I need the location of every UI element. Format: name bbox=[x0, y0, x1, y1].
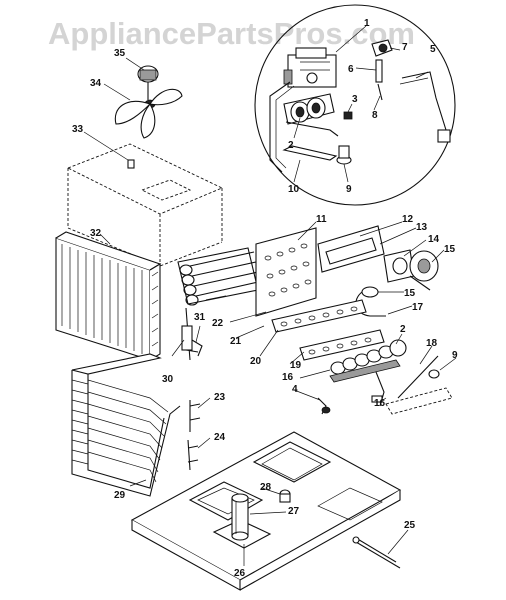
inducer-assembly-drawing bbox=[317, 225, 439, 291]
burner-strip-drawing bbox=[271, 299, 385, 361]
part-label-1: 1 bbox=[364, 18, 370, 29]
part-label-14: 14 bbox=[428, 234, 440, 245]
cabinet-top-drawing bbox=[66, 143, 224, 267]
part-label-33: 33 bbox=[72, 124, 84, 135]
part-label-29: 29 bbox=[114, 490, 126, 501]
part-label-19: 19 bbox=[290, 360, 302, 371]
compressor-drawing bbox=[212, 493, 272, 549]
part-label-27: 27 bbox=[288, 506, 300, 517]
drain-rod-drawing bbox=[352, 536, 401, 569]
part-label-30: 30 bbox=[162, 374, 174, 385]
part-label-35: 35 bbox=[114, 48, 126, 59]
part-label-8: 8 bbox=[372, 110, 378, 121]
part-label-15b: 15 bbox=[404, 288, 416, 299]
watermark: AppliancePartsPros.com bbox=[48, 16, 415, 51]
base-pan-drawing bbox=[130, 431, 402, 591]
limit-bracket-drawing bbox=[385, 355, 453, 415]
part-label-21: 21 bbox=[230, 336, 242, 347]
part-label-16: 16 bbox=[282, 372, 294, 383]
fan-motor-drawing bbox=[137, 65, 159, 100]
part-label-3: 3 bbox=[352, 94, 358, 105]
part-label-13: 13 bbox=[416, 222, 428, 233]
fan-blade-drawing bbox=[114, 88, 183, 139]
pilot-assembly-drawing bbox=[371, 39, 451, 143]
part-labels: 1 2 3 5 6 7 8 9 10 11 12 13 14 15 15 16 … bbox=[72, 18, 458, 579]
part-label-32: 32 bbox=[90, 228, 102, 239]
part-label-2b: 2 bbox=[400, 324, 406, 335]
part-label-2: 2 bbox=[288, 140, 294, 151]
part-label-25: 25 bbox=[404, 520, 416, 531]
orifice-drawing bbox=[343, 111, 353, 120]
part-label-23: 23 bbox=[214, 392, 226, 403]
part-label-7: 7 bbox=[402, 42, 408, 53]
heat-exchanger-drawing bbox=[177, 227, 317, 317]
part-label-4: 4 bbox=[292, 384, 298, 395]
evaporator-coil-drawing bbox=[71, 353, 181, 497]
part-label-24: 24 bbox=[214, 432, 226, 443]
part-label-10: 10 bbox=[288, 184, 300, 195]
grommet-drawing bbox=[279, 489, 291, 503]
limit-switch-drawing bbox=[336, 145, 352, 165]
valve-assembly-drawing bbox=[181, 307, 203, 361]
gas-valve-drawing bbox=[269, 47, 337, 173]
part-label-20: 20 bbox=[250, 356, 262, 367]
part-label-5: 5 bbox=[430, 44, 436, 55]
part-label-31: 31 bbox=[194, 312, 206, 323]
condenser-coil-drawing bbox=[55, 231, 162, 361]
part-label-15: 15 bbox=[444, 244, 456, 255]
burners-drawing bbox=[329, 339, 407, 383]
side-pipes-drawing bbox=[187, 400, 201, 471]
part-label-11: 11 bbox=[316, 214, 327, 225]
part-label-12: 12 bbox=[402, 214, 414, 225]
part-label-18: 18 bbox=[426, 338, 438, 349]
gas-valve-detail-circle bbox=[254, 4, 456, 206]
part-label-22: 22 bbox=[212, 318, 224, 329]
part-label-16b: 16 bbox=[374, 398, 386, 409]
part-label-28: 28 bbox=[260, 482, 272, 493]
part-label-34: 34 bbox=[90, 78, 102, 89]
part-label-9: 9 bbox=[346, 184, 352, 195]
part-label-6: 6 bbox=[348, 64, 354, 75]
manifold-drawing bbox=[283, 93, 339, 137]
orifice-low-drawing bbox=[317, 397, 331, 415]
part-label-9b: 9 bbox=[452, 350, 458, 361]
igniter-bracket-drawing bbox=[282, 145, 338, 161]
part-label-26: 26 bbox=[234, 568, 246, 579]
part-label-17: 17 bbox=[412, 302, 424, 313]
leader-lines bbox=[83, 25, 457, 566]
